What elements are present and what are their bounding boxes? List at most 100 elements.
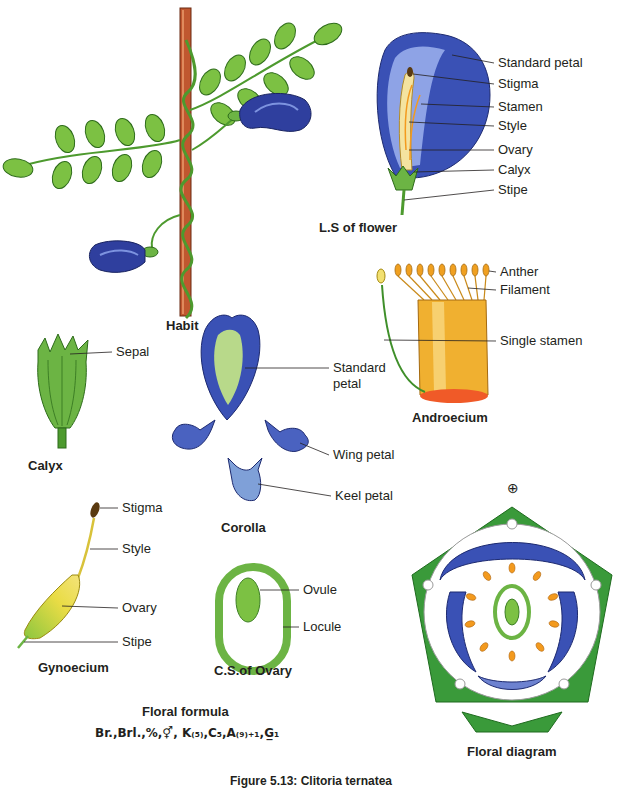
- ovary-cross-section: [219, 567, 287, 671]
- calyx-drawing-part: [58, 428, 66, 448]
- leader-lines-part: [62, 606, 118, 608]
- leader-lines-part: [300, 443, 329, 455]
- habit-drawing-part: [182, 10, 184, 314]
- ls-flower-drawing-part: [402, 190, 404, 215]
- floral-diagram-drawing-part-part: [507, 519, 517, 529]
- part-label: Filament: [500, 282, 550, 298]
- calyx-drawing-part: [48, 356, 76, 426]
- leader-lines-part: [414, 170, 494, 172]
- floral-diagram-drawing: [412, 507, 612, 732]
- floral-diagram-drawing-part-part: [559, 679, 569, 689]
- habit-drawing-part: [255, 104, 298, 113]
- floral-diagram-drawing-part: [505, 599, 519, 625]
- part-label: Calyx: [498, 162, 531, 178]
- habit-drawing-part-part: [142, 112, 168, 144]
- androecium-drawing-part-part: [417, 264, 423, 276]
- habit-drawing-part-part: [245, 35, 275, 68]
- floral-diagram-drawing-part-part: [464, 620, 475, 628]
- habit-drawing-part: [2, 112, 169, 191]
- habit-drawing: [2, 8, 346, 318]
- figure-title: Calyx: [28, 458, 63, 474]
- floral-diagram-drawing-part-part: [465, 592, 476, 601]
- leader-lines-part: [90, 549, 118, 550]
- floral-diagram-drawing-part: [548, 592, 578, 672]
- corolla-drawing-part: [172, 420, 215, 449]
- habit-drawing-part: [100, 250, 138, 255]
- androecium-drawing-part-part: [431, 276, 448, 300]
- leader-lines-part: [245, 368, 329, 369]
- gynoecium-drawing-part: [89, 501, 102, 519]
- habit-drawing-part-part: [109, 152, 135, 184]
- habit-drawing-part: [89, 241, 145, 273]
- axis-symbol: ⊕: [507, 480, 519, 496]
- habit-drawing-part-part: [285, 52, 318, 84]
- androecium-drawing-part-part: [461, 264, 467, 276]
- floral-diagram-drawing-part: [495, 586, 529, 638]
- ovary-cross-section-part: [236, 578, 260, 622]
- calyx-drawing-part-part: [48, 360, 58, 425]
- androecium-drawing-part-part: [420, 276, 440, 300]
- androecium-drawing: [377, 264, 489, 403]
- habit-drawing-part-part: [195, 65, 225, 98]
- androecium-drawing-part: [432, 302, 446, 392]
- androecium-drawing-part: [377, 269, 385, 283]
- habit-drawing-part-part: [79, 154, 105, 186]
- corolla-drawing: [172, 315, 308, 501]
- leader-lines: [24, 55, 496, 642]
- leader-lines-part: [468, 288, 496, 290]
- androecium-drawing-part-part: [409, 276, 432, 300]
- floral-diagram-drawing-part-part: [423, 580, 433, 590]
- part-label: Keel petal: [335, 488, 393, 504]
- ovary-cross-section-part: [219, 567, 287, 671]
- figure-title: Floral diagram: [467, 744, 557, 760]
- androecium-drawing-part: [382, 285, 425, 392]
- floral-diagram-drawing-part: [423, 519, 601, 689]
- floral-diagram-drawing-part-part: [509, 651, 515, 661]
- floral-diagram-drawing-part-part: [478, 641, 489, 653]
- part-label: Locule: [303, 619, 341, 635]
- habit-drawing-part-part: [52, 123, 78, 155]
- leader-lines-part: [100, 508, 118, 509]
- part-label: Ovary: [498, 142, 533, 158]
- leader-lines-part: [409, 150, 494, 151]
- habit-drawing-part-part: [220, 51, 250, 84]
- ls-flower-drawing-part: [399, 71, 414, 170]
- androecium-drawing-part-part: [428, 264, 434, 276]
- androecium-drawing-part: [420, 389, 488, 403]
- part-label: Ovule: [303, 582, 337, 598]
- floral-diagram-drawing-part-part: [534, 641, 545, 653]
- habit-drawing-part-part: [49, 159, 75, 191]
- habit-drawing-part-part: [139, 148, 165, 180]
- androecium-drawing-part-part: [442, 276, 456, 300]
- figure-title: Gynoecium: [38, 660, 109, 676]
- figure-title: Corolla: [221, 520, 266, 536]
- floral-diagram-drawing-part: [478, 676, 546, 690]
- calyx-drawing: [38, 334, 88, 448]
- floral-diagram-drawing-part: [464, 563, 559, 661]
- leader-lines-part: [24, 642, 118, 643]
- leader-lines-part: [409, 122, 494, 126]
- leader-lines-part: [452, 55, 494, 63]
- part-label: Style: [498, 118, 527, 134]
- corolla-drawing-part: [228, 458, 262, 501]
- part-label: Stipe: [122, 634, 152, 650]
- calyx-drawing-part: [38, 334, 88, 428]
- leader-lines-part: [70, 352, 112, 354]
- habit-drawing-part-part: [311, 19, 346, 50]
- leader-lines-part: [489, 271, 496, 272]
- calyx-drawing-part-part: [62, 356, 63, 426]
- floral-diagram-drawing-part: [424, 524, 600, 700]
- part-label: Sepal: [116, 344, 149, 360]
- androecium-drawing-part-part: [395, 264, 401, 276]
- androecium-drawing-part-part: [483, 264, 489, 276]
- leader-lines-part: [283, 627, 299, 628]
- ls-flower-drawing-part: [388, 166, 418, 190]
- figure-title: Androecium: [412, 410, 488, 426]
- floral-diagram-drawing-part: [412, 507, 612, 702]
- floral-diagram-drawing-part-part: [548, 620, 559, 628]
- part-label: Anther: [500, 264, 538, 280]
- part-label: Single stamen: [500, 333, 582, 349]
- part-label: Stipe: [498, 182, 528, 198]
- androecium-drawing-part: [395, 264, 489, 276]
- part-label: Stamen: [498, 99, 543, 115]
